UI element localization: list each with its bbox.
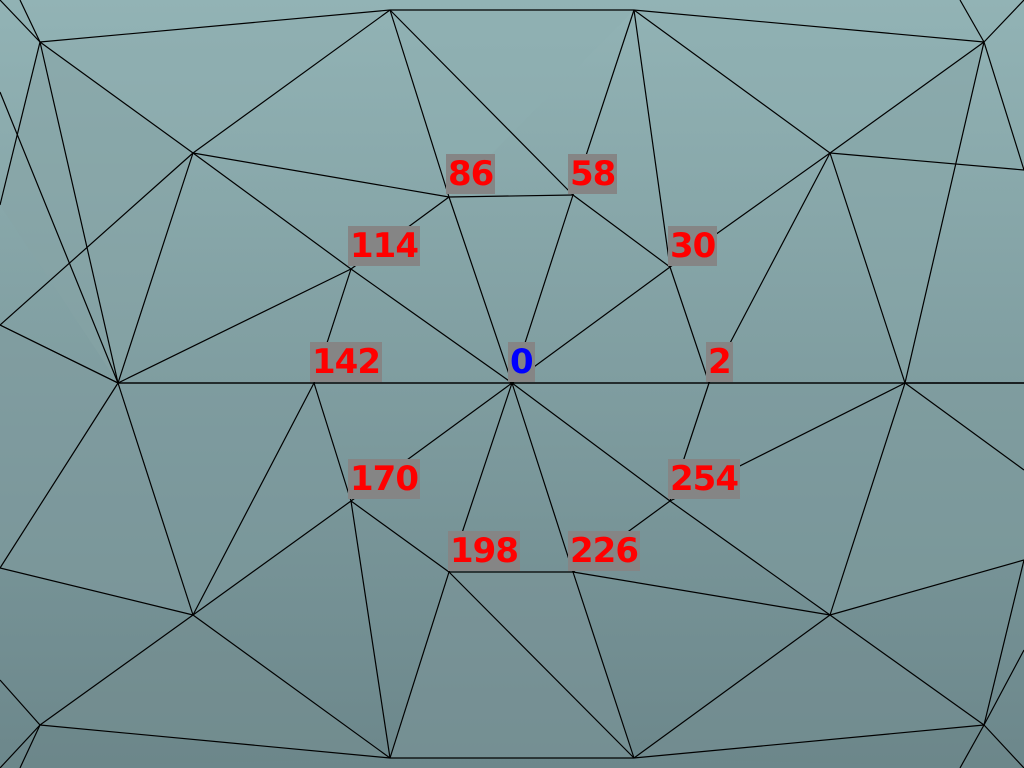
mesh-edge xyxy=(192,152,450,198)
mesh-edge xyxy=(448,196,513,384)
mesh-facet xyxy=(634,615,984,758)
mesh-edge xyxy=(572,571,831,616)
mesh-edge xyxy=(0,382,119,569)
mesh-edge xyxy=(572,571,635,759)
mesh-facet xyxy=(390,572,634,758)
vertex-label-58: 58 xyxy=(568,154,618,194)
vertex-label-170: 170 xyxy=(348,459,420,499)
mesh-edge xyxy=(983,41,1024,171)
mesh-edge xyxy=(633,9,831,154)
mesh-edge xyxy=(511,382,574,573)
mesh-edge xyxy=(983,649,1024,726)
mesh-facet xyxy=(118,383,351,615)
mesh-edge xyxy=(389,9,574,196)
mesh-edge xyxy=(0,0,41,43)
mesh-edge xyxy=(829,559,1024,616)
vertex-label-114: 114 xyxy=(348,226,420,266)
mesh-edge xyxy=(829,614,985,726)
center-vertex-label: 0 xyxy=(508,342,535,382)
mesh-edge xyxy=(0,679,41,726)
mesh-edge xyxy=(0,41,41,206)
mesh-edge xyxy=(633,614,831,759)
mesh-edge xyxy=(192,152,352,270)
mesh-edge xyxy=(983,724,1024,768)
mesh-facet xyxy=(0,42,193,383)
mesh-edge xyxy=(39,614,194,726)
vertex-label-142: 142 xyxy=(310,342,382,382)
mesh-edge xyxy=(669,500,831,616)
mesh-edge xyxy=(19,724,41,768)
mesh-edge xyxy=(0,724,41,768)
mesh-edge xyxy=(39,41,119,384)
mesh-edge xyxy=(0,324,119,384)
vertex-label-86: 86 xyxy=(446,154,496,194)
mesh-edge xyxy=(904,382,1024,471)
mesh-edge xyxy=(39,724,391,759)
mesh-edge xyxy=(983,0,1024,43)
mesh-edge xyxy=(192,382,315,616)
mesh-facet xyxy=(40,615,390,758)
mesh-edge xyxy=(829,41,985,154)
vertex-label-226: 226 xyxy=(568,531,640,571)
mesh-edge xyxy=(313,382,352,502)
mesh-facet xyxy=(0,725,390,768)
mesh-edge xyxy=(511,266,671,384)
mesh-facet xyxy=(634,10,984,153)
mesh-facet xyxy=(670,383,905,615)
vertex-label-2: 2 xyxy=(706,342,733,382)
mesh-edge xyxy=(959,724,985,768)
mesh-edge xyxy=(572,194,671,268)
vertex-label-30: 30 xyxy=(668,226,718,266)
mesh-edge xyxy=(904,41,985,384)
mesh-edge xyxy=(633,9,671,268)
mesh-edge xyxy=(0,567,194,616)
mesh-facet xyxy=(830,383,1024,615)
mesh-edge xyxy=(117,382,194,616)
mesh-edge xyxy=(633,724,985,759)
mesh-edge xyxy=(350,500,391,759)
mesh-edge xyxy=(192,614,391,759)
mesh-edge xyxy=(389,571,450,759)
mesh-edge xyxy=(829,152,906,384)
mesh-edge xyxy=(448,571,635,759)
mesh-edge xyxy=(389,9,450,198)
mesh-edge xyxy=(0,91,119,384)
mesh-facet xyxy=(0,325,193,615)
mesh-edge xyxy=(117,268,352,384)
mesh-edge xyxy=(192,9,391,154)
mesh-edge xyxy=(829,382,906,616)
mesh-edge xyxy=(350,500,450,573)
mesh-edge xyxy=(39,41,194,154)
mesh-edge xyxy=(39,9,391,43)
mesh-edge xyxy=(633,9,985,43)
mesh-edge xyxy=(19,0,41,43)
mesh-edge xyxy=(959,0,985,43)
mesh-edge xyxy=(829,152,1024,171)
mesh-edge xyxy=(117,152,194,384)
mesh-facet xyxy=(40,10,390,153)
mesh-edge xyxy=(511,382,671,502)
mesh-facet xyxy=(634,725,1024,768)
mesh-edge xyxy=(0,152,194,326)
mesh-edge xyxy=(192,500,352,616)
vertex-label-254: 254 xyxy=(668,459,740,499)
mesh-edge xyxy=(983,559,1024,726)
vertex-label-198: 198 xyxy=(448,531,520,571)
mesh-edge xyxy=(669,266,710,384)
mesh-facet xyxy=(390,10,634,197)
mesh-edge xyxy=(350,268,513,384)
mesh-edge xyxy=(448,194,574,198)
mesh-facet xyxy=(830,42,984,383)
